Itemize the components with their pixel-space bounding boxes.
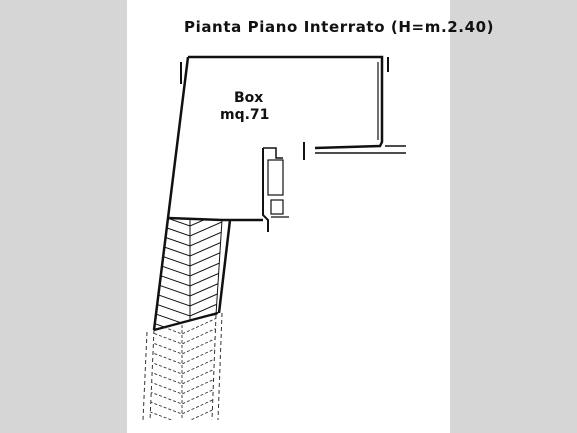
plan-title: Pianta Piano Interrato (H=m.2.40)	[184, 18, 495, 36]
stair-lower-right-edge	[211, 314, 217, 421]
niche-box-2	[270, 199, 284, 215]
outer-wall	[188, 55, 384, 150]
room-name-label: Box	[234, 90, 264, 106]
stair-landing-line	[153, 311, 219, 332]
stair-lower-right-outer	[217, 312, 223, 421]
niche-wall	[262, 148, 269, 232]
stair-lower-left-outer	[142, 331, 148, 421]
room-area-label: mq.71	[220, 107, 270, 123]
stair-ramp-lower-hatch	[150, 315, 216, 420]
niche-top	[263, 147, 283, 159]
stair-lower-left-edge	[149, 329, 155, 421]
stair-right-inner	[215, 219, 223, 316]
stair-right-wall	[217, 219, 232, 314]
box-bottom-wall	[167, 216, 263, 222]
stair-ramp-hatch	[154, 218, 222, 330]
niche-box-1	[267, 159, 284, 196]
